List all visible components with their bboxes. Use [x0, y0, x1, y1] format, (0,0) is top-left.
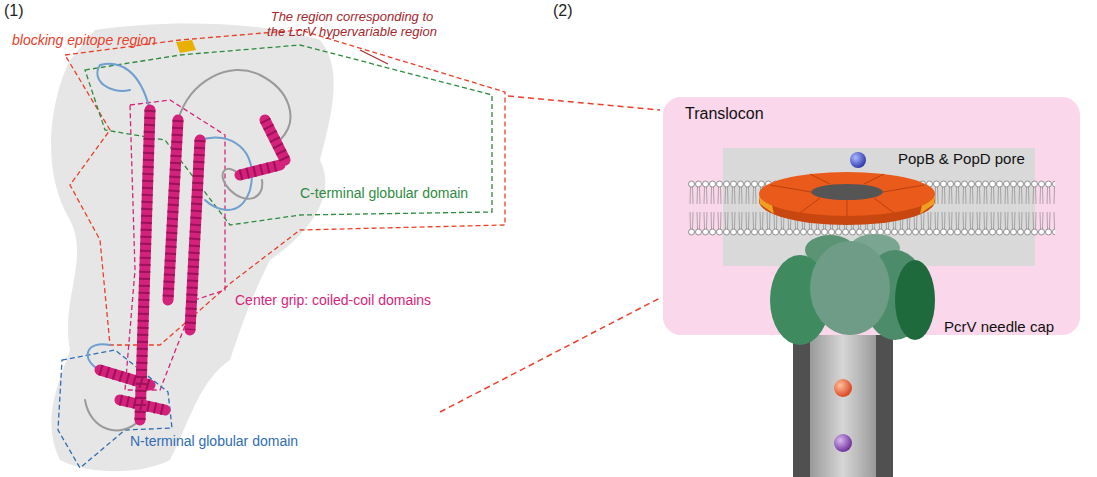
region-leader — [360, 50, 388, 64]
label-box: N-terminal globular domain — [130, 433, 298, 449]
subunit-line — [800, 198, 820, 213]
helices — [100, 110, 285, 420]
region-label: N-terminal globular domain — [130, 433, 298, 449]
protein-silhouette — [51, 23, 334, 471]
label-box: The region corresponding to the LcrV hyp… — [262, 10, 442, 40]
effector-ball — [834, 434, 852, 452]
translocon-panel — [663, 97, 1080, 335]
part-label: PcrV needle cap — [944, 318, 1054, 335]
subunit-line — [864, 174, 884, 184]
subunit-line — [770, 185, 811, 192]
part-label: PopB & PopD pore — [898, 150, 1025, 167]
node-text-box: PopB & PopD pore — [898, 150, 1025, 167]
node-text-box: PcrV needle cap — [944, 318, 1054, 335]
needle-cap — [770, 234, 935, 345]
panel-box: TransloconPopB & PopD porePcrV needle ca… — [663, 97, 1080, 343]
region-label: blocking epitope region — [12, 32, 156, 48]
cap-subunit — [810, 241, 890, 335]
hypervariable-patch — [176, 40, 196, 53]
region-label: (1) — [4, 2, 24, 19]
cap-subunit — [895, 260, 935, 340]
effector-ball — [834, 379, 852, 397]
epitope-region-outline — [65, 30, 505, 345]
zoom-line — [508, 96, 660, 110]
region-label: Center grip: coiled-coil domains — [235, 292, 431, 308]
subunit-line — [874, 198, 894, 213]
loop — [97, 64, 150, 110]
helix — [100, 110, 285, 420]
zoom-line — [440, 298, 660, 412]
loops — [85, 64, 290, 431]
region-label: (2) — [553, 2, 573, 19]
label-box: (1) — [4, 2, 24, 20]
node-text-box: Translocon — [685, 105, 764, 123]
helix-coil — [100, 110, 285, 420]
label-box: blocking epitope region — [12, 32, 156, 48]
subunit-line — [883, 185, 924, 192]
region-label: The region corresponding to the LcrV hyp… — [267, 9, 437, 39]
label-box: C-terminal globular domain — [300, 185, 468, 201]
pore-subunits — [770, 174, 924, 216]
label-box: Center grip: coiled-coil domains — [235, 292, 431, 308]
region-label: C-terminal globular domain — [300, 185, 468, 201]
effector-ball — [850, 152, 866, 168]
pore-channel — [811, 184, 883, 200]
label-box: (2) — [553, 2, 573, 20]
pore-ring — [759, 172, 935, 216]
subunit-line — [810, 174, 830, 184]
needle-tube — [793, 335, 893, 477]
subunit-line — [847, 200, 848, 216]
panel-title: Translocon — [685, 105, 764, 122]
needle-channel — [810, 335, 876, 477]
